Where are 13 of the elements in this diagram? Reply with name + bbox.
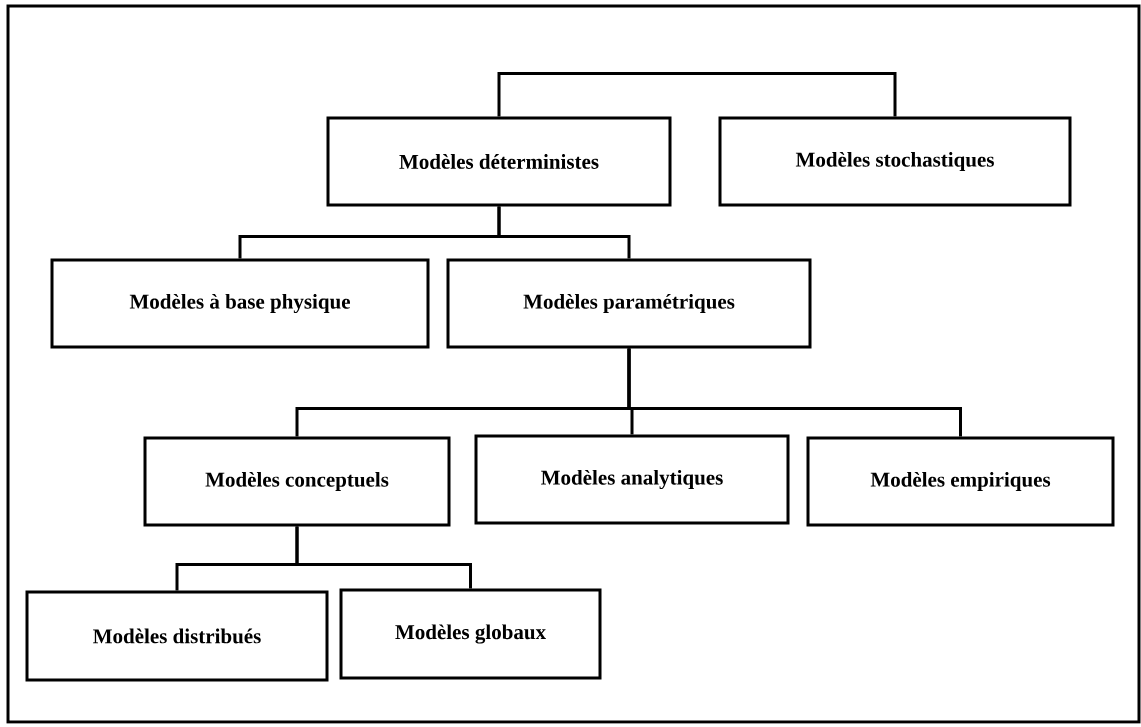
model-box: Modèles à base physique <box>50 258 430 349</box>
model-box: Modèles paramétriques <box>446 258 812 349</box>
model-box: Modèles empiriques <box>806 436 1115 527</box>
model-box: Modèles déterministes <box>326 116 672 207</box>
model-box: Modèles analytiques <box>474 434 790 525</box>
model-box: Modèles distribués <box>25 590 329 682</box>
connector-line <box>497 206 631 259</box>
connector-line <box>627 348 962 437</box>
connector-line <box>497 72 897 117</box>
connector-line <box>295 526 472 589</box>
model-box: Modèles stochastiques <box>718 116 1072 207</box>
model-box: Modèles conceptuels <box>143 436 451 527</box>
model-box: Modèles globaux <box>339 588 602 680</box>
